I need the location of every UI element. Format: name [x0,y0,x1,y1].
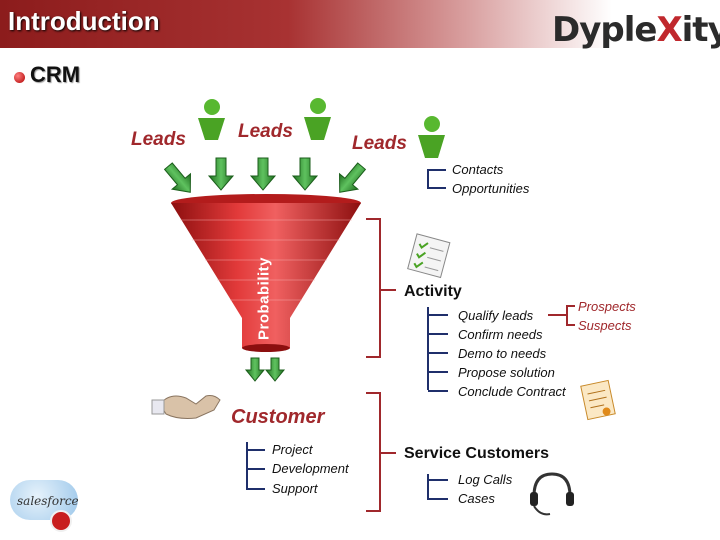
contract-icon [580,379,616,421]
arrow-icon-5 [339,162,367,193]
activity-item-4: Propose solution [458,365,555,380]
checklist-icon [407,233,451,279]
customer-items-bracket [246,442,265,490]
person-icon-2 [304,98,331,140]
headset-icon [530,472,574,516]
activity-item-5: Conclude Contract [458,384,566,399]
logo-x-mark: X [656,10,682,50]
arrow-icon-1 [163,162,191,193]
lead-label-3: Leads [352,133,407,154]
arrow-icon-2 [207,157,235,191]
logo-text-a: Dyple [552,10,657,50]
service-items-bracket [427,474,448,500]
handshake-icon [151,395,221,419]
lead-label-2: Leads [238,121,293,142]
slide-title: Introduction [8,6,160,36]
service-item-2: Cases [458,491,495,506]
header-bar [0,0,720,48]
activity-heading: Activity [404,283,462,300]
customer-heading: Customer [231,406,325,428]
arrow-icon-6 [244,357,266,382]
prospects-bracket [548,305,575,326]
activity-item-2: Confirm needs [458,327,543,342]
no-software-stamp-icon [50,510,72,532]
person-icon-1 [198,99,225,140]
service-heading: Service Customers [404,445,549,462]
crm-heading: CRM [30,62,81,87]
logo-text-b: ity [681,10,720,50]
customer-item-3: Support [272,481,318,496]
lead-label-1: Leads [131,129,186,150]
funnel-label: Probability [255,257,273,341]
funnel-shape [171,194,361,352]
activity-items-bracket [427,307,448,392]
activity-item-3: Demo to needs [458,346,547,361]
arrow-icon-3 [249,157,277,191]
leads-item-contacts: Contacts [452,162,504,177]
activity-item-1: Qualify leads [458,308,534,323]
activity-bracket [366,218,396,358]
customer-item-2: Development [272,461,349,476]
salesforce-logo-text: salesforce [17,494,79,508]
service-item-1: Log Calls [458,472,513,487]
arrow-icon-7 [264,357,286,382]
arrow-icon-4 [291,157,319,191]
customer-item-1: Project [272,442,313,457]
leads-bracket [427,169,446,189]
qualify-sub-suspects: Suspects [578,318,632,333]
dyplexity-logo: DypleXity [552,10,720,50]
bullet-icon [14,72,25,83]
leads-item-opportunities: Opportunities [452,181,530,196]
qualify-sub-prospects: Prospects [578,299,636,314]
person-icon-3 [418,116,445,158]
service-bracket [366,392,396,512]
